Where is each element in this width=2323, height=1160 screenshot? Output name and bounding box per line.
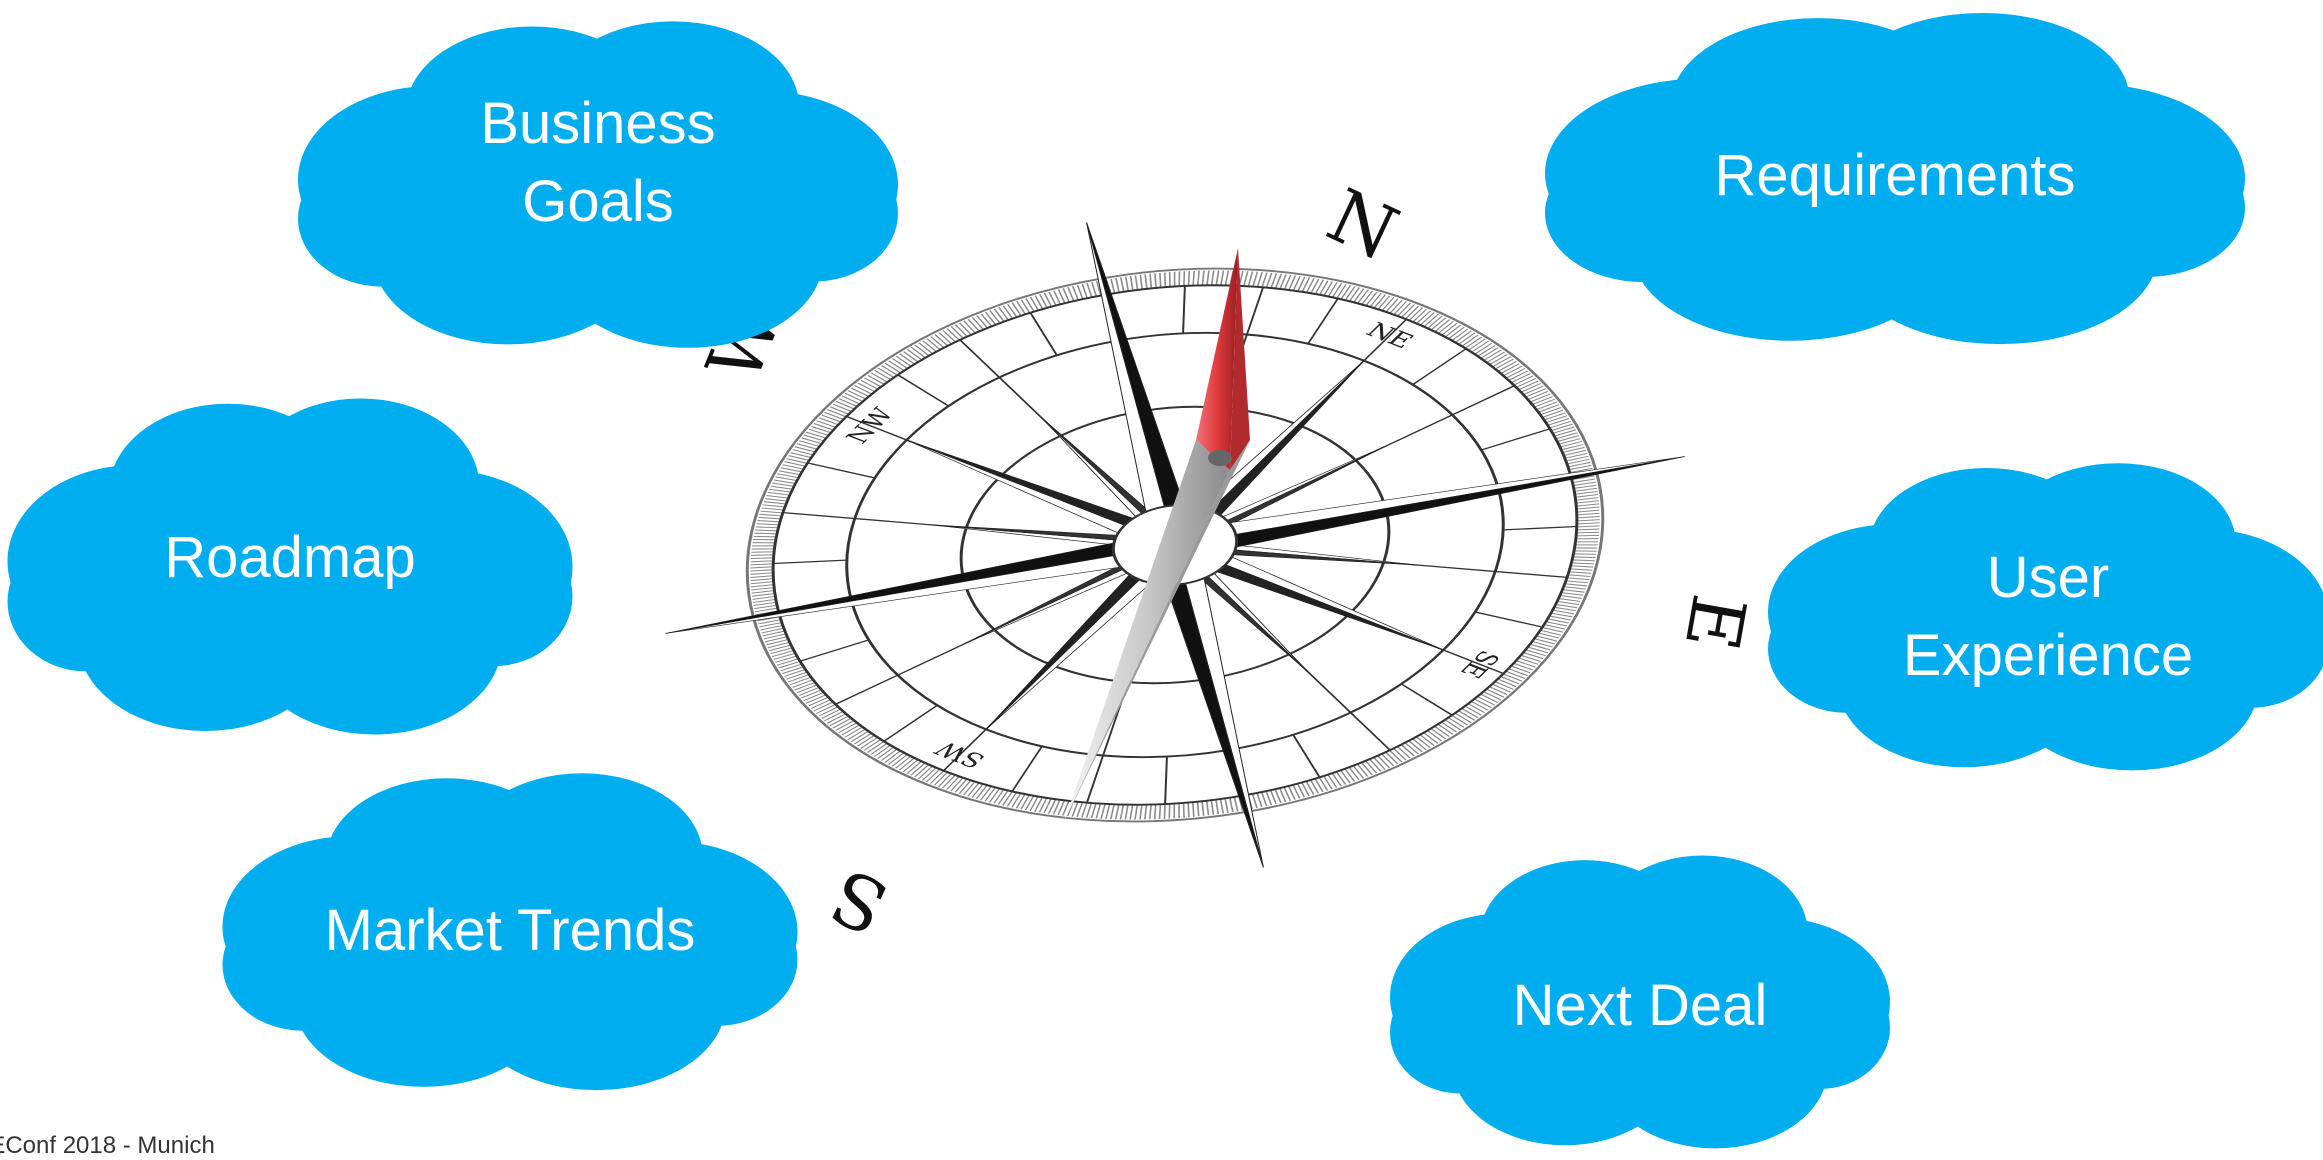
cloud-label-next-deal-0: Next Deal [1513,973,1768,1038]
cloud-label-requirements-0: Requirements [1714,143,2075,208]
label-s: S [818,851,900,950]
cloud-label-roadmap-0: Roadmap [164,525,415,590]
cloud-requirements: Requirements [1545,12,2245,345]
cloud-label-business-goals-1: Goals [522,169,674,234]
cloud-next-deal: Next Deal [1390,855,1890,1149]
cloud-label-business-goals-0: Business [480,91,715,156]
label-e: E [1668,588,1762,656]
cloud-label-user-experience-0: User [1987,545,2109,610]
cloud-market-trends: Market Trends [222,773,798,1091]
label-n: N [1315,173,1410,278]
cloud-label-user-experience-1: Experience [1903,623,2193,688]
cloud-label-market-trends-0: Market Trends [325,898,696,963]
compass-needle [1064,248,1250,822]
footer-conference: REConf 2018 - Munich [0,1132,215,1159]
cloud-roadmap: Roadmap [7,398,573,735]
compass-star [665,222,1685,868]
